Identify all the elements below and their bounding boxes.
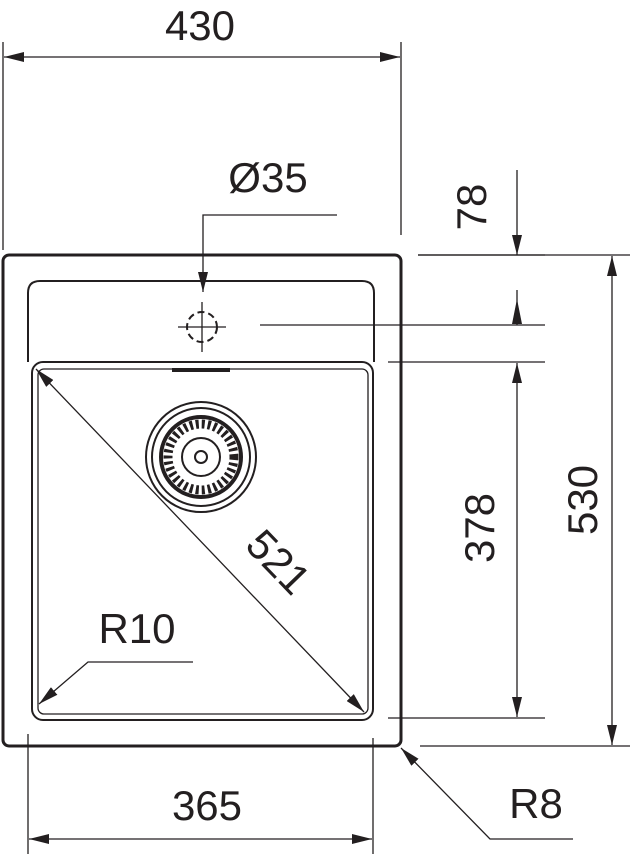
dimension-overall-width: 430 — [2, 2, 402, 250]
dimension-bowl-diagonal: 521 — [35, 368, 365, 713]
svg-text:R8: R8 — [509, 780, 563, 827]
dimension-bowl-radius: R10 — [38, 605, 193, 705]
dimension-tap-hole-diameter: Ø35 — [198, 154, 337, 292]
tap-hole-icon — [178, 302, 226, 352]
svg-text:Ø35: Ø35 — [228, 154, 307, 201]
svg-text:365: 365 — [172, 782, 242, 829]
svg-text:521: 521 — [237, 520, 319, 603]
dimension-tap-hole-offset: 78 — [260, 170, 545, 326]
svg-text:R10: R10 — [98, 605, 175, 652]
svg-text:78: 78 — [448, 184, 495, 231]
svg-text:378: 378 — [456, 493, 503, 563]
dimension-outer-radius: R8 — [400, 747, 573, 840]
dimension-bowl-width: 365 — [27, 734, 374, 854]
drain-icon — [145, 401, 257, 513]
svg-text:530: 530 — [559, 465, 606, 535]
dimension-bowl-depth: 378 — [388, 361, 545, 719]
svg-text:430: 430 — [165, 2, 235, 49]
dimension-overall-depth: 530 — [418, 254, 630, 747]
